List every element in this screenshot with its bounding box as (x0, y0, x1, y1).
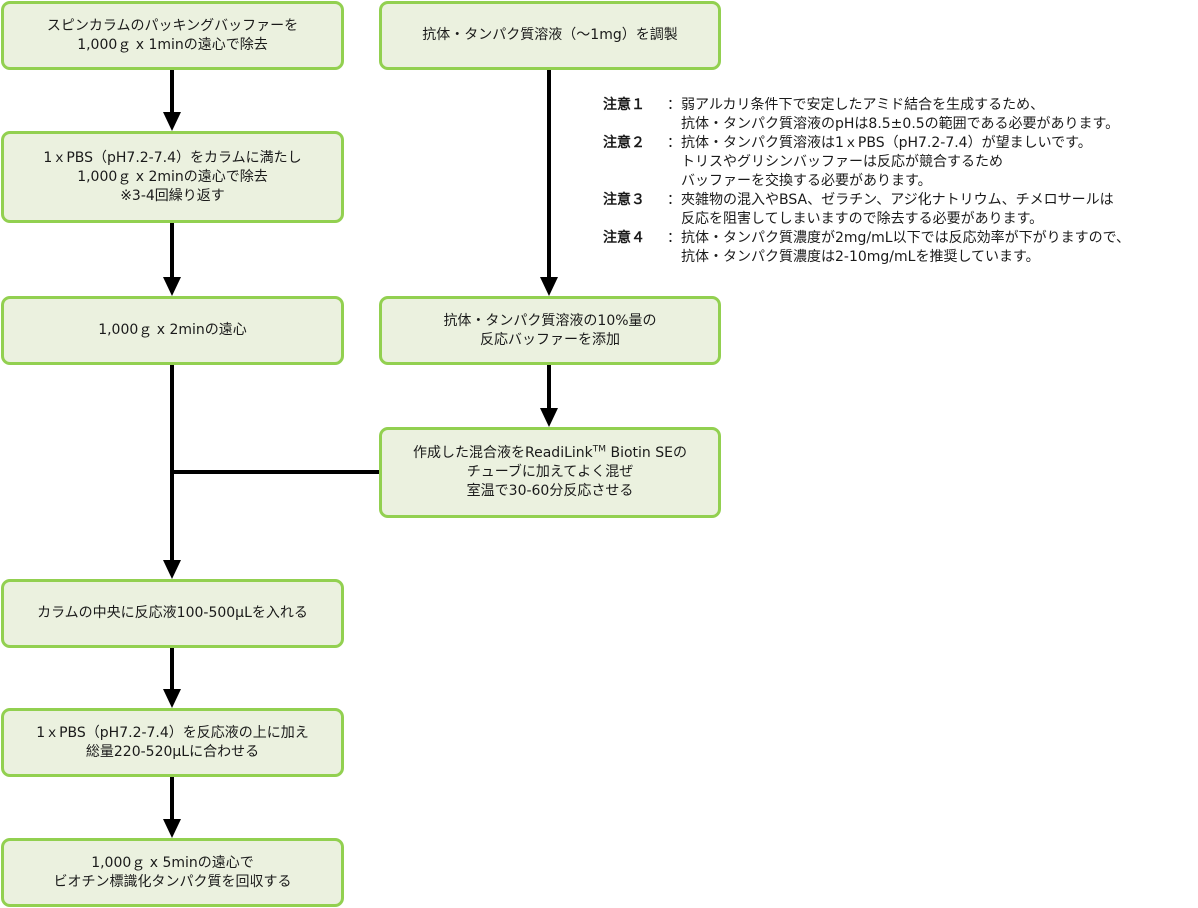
note-line: バッファーを交換する必要があります。 (681, 173, 932, 189)
step-text-line: 1ｘPBS（pH7.2-7.4）を反応液の上に加え (36, 724, 309, 741)
trademark-superscript: TM (592, 444, 607, 455)
step-spin-remove-packing-buffer: スピンカラムのパッキングバッファーを 1,000ｇ x 1minの遠心で除去 (1, 1, 344, 70)
step-recover-labeled-protein: 1,000ｇ x 5minの遠心で ビオチン標識化タンパク質を回収する (1, 838, 344, 907)
step-spin-2min: 1,000ｇ x 2minの遠心 (1, 296, 344, 365)
note-line: 抗体・タンパク質濃度が2mg/mL以下では反応効率が下がりますので、 (681, 230, 1131, 246)
step-load-column: カラムの中央に反応液100-500µLを入れる (1, 579, 344, 648)
step-text-line: スピンカラムのパッキングバッファーを (46, 17, 299, 34)
arrowhead-to-reaction-buffer (540, 277, 558, 296)
note-label: 注意４ (603, 230, 645, 246)
note-separator: ： (667, 192, 681, 208)
caution-note-3: 注意３ ： 夾雑物の混入やBSA、ゼラチン、アジ化ナトリウム、チメロサールは 反… (603, 191, 1130, 229)
arrowhead-to-load-column (163, 560, 181, 579)
step-pbs-wash: 1ｘPBS（pH7.2-7.4）をカラムに満たし 1,000ｇ x 2minの遠… (1, 131, 344, 223)
note-label: 注意１ (603, 97, 645, 113)
step-text-line: 反応バッファーを添加 (480, 331, 620, 348)
step-text-line: 1,000ｇ x 2minの遠心で除去 (77, 168, 268, 185)
step-text-line: 抗体・タンパク質溶液（～1mg）を調製 (422, 27, 678, 43)
step-text-line: ビオチン標識化タンパク質を回収する (53, 873, 292, 890)
arrowhead-to-spin-2min (163, 277, 181, 296)
step-text-line: 1,000ｇ x 2minの遠心 (98, 322, 247, 338)
caution-note-2: 注意２ ： 抗体・タンパク質溶液は1ｘPBS（pH7.2-7.4）が望ましいです… (603, 134, 1130, 191)
mix-line1-suffix: Biotin SEの (606, 445, 687, 461)
note-line: 抗体・タンパク質溶液は1ｘPBS（pH7.2-7.4）が望ましいです。 (681, 135, 1092, 151)
arrowhead-to-add-pbs (163, 689, 181, 708)
arrowhead-to-mix-biotin (540, 408, 558, 427)
step-prepare-antibody-solution: 抗体・タンパク質溶液（～1mg）を調製 (379, 1, 721, 70)
mix-line1-prefix: 作成した混合液をReadiLink (413, 445, 593, 461)
note-separator: ： (667, 230, 681, 246)
step-text-line: ※3-4回繰り返す (120, 187, 225, 204)
step-text-line: 1,000ｇ x 5minの遠心で (91, 854, 254, 871)
step-text-line: 総量220-520µLに合わせる (85, 743, 260, 760)
step-text-line: 1ｘPBS（pH7.2-7.4）をカラムに満たし (43, 149, 302, 166)
note-separator: ： (667, 135, 681, 151)
note-line: 抗体・タンパク質溶液のpHは8.5±0.5の範囲である必要があります。 (681, 116, 1120, 132)
step-text-line: 1,000ｇ x 1minの遠心で除去 (77, 36, 268, 53)
note-line: 抗体・タンパク質濃度は2-10mg/mLを推奨しています。 (681, 249, 1040, 265)
note-separator: ： (667, 97, 681, 113)
caution-note-1: 注意１ ： 弱アルカリ条件下で安定したアミド結合を生成するため、 抗体・タンパク… (603, 96, 1130, 134)
arrowhead-to-pbs-wash (163, 112, 181, 131)
note-label: 注意２ (603, 135, 645, 151)
note-line: トリスやグリシンバッファーは反応が競合するため (681, 154, 1003, 170)
caution-notes: 注意１ ： 弱アルカリ条件下で安定したアミド結合を生成するため、 抗体・タンパク… (603, 96, 1130, 267)
step-add-pbs-on-top: 1ｘPBS（pH7.2-7.4）を反応液の上に加え 総量220-520µLに合わ… (1, 708, 344, 777)
note-line: 反応を阻害してしまいますので除去する必要があります。 (681, 211, 1044, 227)
step-text-line: 抗体・タンパク質溶液の10%量の (443, 312, 657, 329)
step-text-line: チューブに加えてよく混ぜ (466, 464, 634, 480)
step-add-reaction-buffer: 抗体・タンパク質溶液の10%量の 反応バッファーを添加 (379, 296, 721, 365)
step-text-line: 室温で30-60分反応させる (466, 483, 634, 499)
note-label: 注意３ (603, 192, 645, 208)
step-text-line: カラムの中央に反応液100-500µLを入れる (37, 605, 308, 621)
arrowhead-to-recover (163, 819, 181, 838)
note-line: 弱アルカリ条件下で安定したアミド結合を生成するため、 (681, 97, 1045, 113)
caution-note-4: 注意４ ： 抗体・タンパク質濃度が2mg/mL以下では反応効率が下がりますので、… (603, 229, 1130, 267)
note-line: 夾雑物の混入やBSA、ゼラチン、アジ化ナトリウム、チメロサールは (681, 192, 1114, 208)
step-mix-with-biotin-se: 作成した混合液をReadiLinkTM Biotin SEの チューブに加えてよ… (379, 427, 721, 518)
step-text-line: 作成した混合液をReadiLinkTM Biotin SEの (413, 444, 687, 463)
